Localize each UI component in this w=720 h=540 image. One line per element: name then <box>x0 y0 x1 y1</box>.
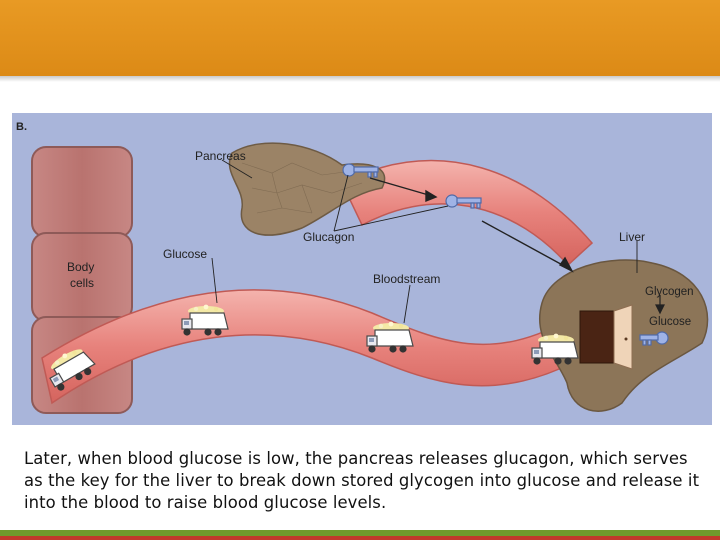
flow-arrow <box>481 220 574 273</box>
bloodstream-label: Bloodstream <box>373 272 440 286</box>
body-cells-label-line2: cells <box>70 276 94 290</box>
liver-label: Liver <box>619 230 645 244</box>
footer-red-bar <box>0 536 720 540</box>
glucagon-key-icon <box>639 331 669 346</box>
glucagon-key-icon <box>445 194 482 209</box>
glucose-label: Glucose <box>163 247 207 261</box>
pancreas-label: Pancreas <box>195 149 246 163</box>
caption-text: Later, when blood glucose is low, the pa… <box>24 449 700 512</box>
header-bar <box>0 0 720 76</box>
glucagon-key-icon <box>342 163 379 178</box>
panel-letter: B. <box>16 121 27 133</box>
flow-arrow <box>369 177 438 203</box>
header-shadow <box>0 76 720 82</box>
glucagon-diagram: B. Pancreas Glucagon Glucose Bloodstream… <box>12 113 712 425</box>
liver-door-opening <box>579 310 615 364</box>
footer-green-bar <box>0 530 720 536</box>
body-cells-label-line1: Body <box>67 260 94 274</box>
flow-arrow <box>655 295 665 315</box>
glycogen-label: Glycogen <box>645 286 694 298</box>
glucagon-label: Glucagon <box>303 230 354 244</box>
liver-glucose-label: Glucose <box>649 316 691 328</box>
liver-door <box>613 304 633 370</box>
upper-bloodstream-vessel <box>341 160 594 267</box>
